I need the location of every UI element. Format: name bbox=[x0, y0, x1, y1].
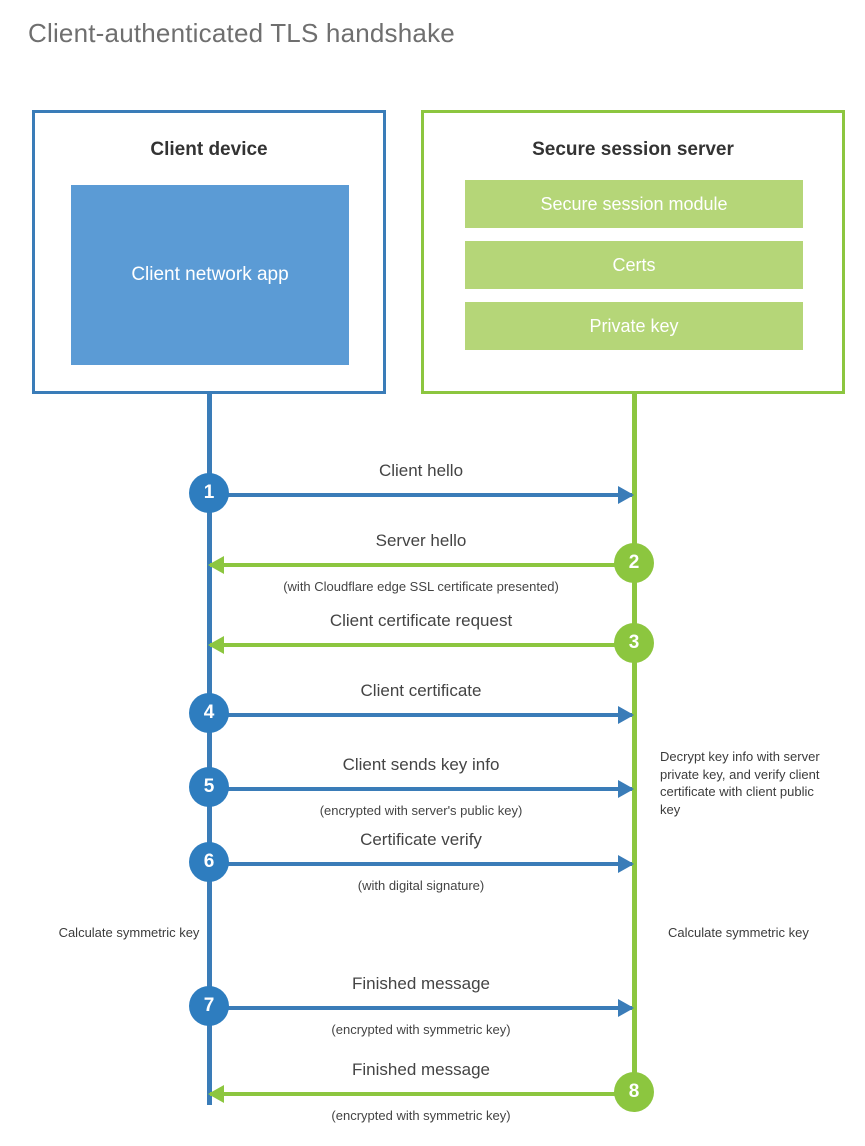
message-subtext: (encrypted with server's public key) bbox=[319, 803, 523, 818]
arrow-head-icon bbox=[618, 999, 634, 1017]
arrow-head-icon bbox=[618, 855, 634, 873]
step-badge: 6 bbox=[189, 842, 229, 882]
secure-session-server-box: Secure session server Secure session mod… bbox=[421, 110, 845, 394]
step-badge: 3 bbox=[614, 623, 654, 663]
step-badge: 2 bbox=[614, 543, 654, 583]
client-device-box: Client device Client network app bbox=[32, 110, 386, 394]
message-label: Server hello bbox=[375, 531, 467, 550]
client-network-app-block: Client network app bbox=[71, 185, 349, 365]
step-badge: 1 bbox=[189, 473, 229, 513]
step-badge: 8 bbox=[614, 1072, 654, 1112]
arrow-head-icon bbox=[208, 1085, 224, 1103]
page-title: Client-authenticated TLS handshake bbox=[28, 18, 455, 48]
step-badge: 5 bbox=[189, 767, 229, 807]
arrow-line bbox=[210, 563, 635, 567]
message-subtext: (with digital signature) bbox=[357, 878, 485, 893]
arrow-head-icon bbox=[618, 486, 634, 504]
arrow-line bbox=[210, 713, 632, 717]
message-label: Client certificate bbox=[360, 681, 482, 700]
message-label: Client hello bbox=[378, 461, 464, 480]
arrow-line bbox=[210, 1092, 635, 1096]
message-subtext: (encrypted with symmetric key) bbox=[331, 1022, 511, 1037]
message-label: Client sends key info bbox=[342, 755, 500, 774]
server-component-bar: Secure session module bbox=[465, 180, 803, 228]
arrow-line bbox=[210, 1006, 632, 1010]
client-calculate-symmetric-key-note: Calculate symmetric key bbox=[58, 925, 200, 940]
client-device-title: Client device bbox=[150, 139, 268, 160]
message-subtext: (encrypted with symmetric key) bbox=[331, 1108, 511, 1123]
arrow-head-icon bbox=[618, 706, 634, 724]
arrow-head-icon bbox=[208, 636, 224, 654]
server-lifeline bbox=[632, 393, 637, 1093]
arrow-line bbox=[210, 862, 632, 866]
message-label: Client certificate request bbox=[329, 611, 513, 630]
server-component-list: Secure session module Certs Private key bbox=[465, 180, 803, 363]
server-decrypt-note: Decrypt key info with server private key… bbox=[660, 749, 820, 817]
step-badge: 7 bbox=[189, 986, 229, 1026]
server-component-bar: Certs bbox=[465, 241, 803, 289]
client-lifeline bbox=[207, 393, 212, 1105]
message-subtext: (with Cloudflare edge SSL certificate pr… bbox=[283, 579, 559, 594]
arrow-line bbox=[210, 643, 635, 647]
arrow-head-icon bbox=[208, 556, 224, 574]
step-badge: 4 bbox=[189, 693, 229, 733]
arrow-head-icon bbox=[618, 780, 634, 798]
message-label: Finished message bbox=[352, 974, 490, 993]
message-label: Certificate verify bbox=[360, 830, 482, 849]
arrow-line bbox=[210, 787, 632, 791]
server-component-bar: Private key bbox=[465, 302, 803, 350]
server-calculate-symmetric-key-note: Calculate symmetric key bbox=[668, 925, 809, 940]
secure-session-server-title: Secure session server bbox=[532, 139, 734, 160]
arrow-line bbox=[210, 493, 632, 497]
message-label: Finished message bbox=[352, 1060, 490, 1079]
